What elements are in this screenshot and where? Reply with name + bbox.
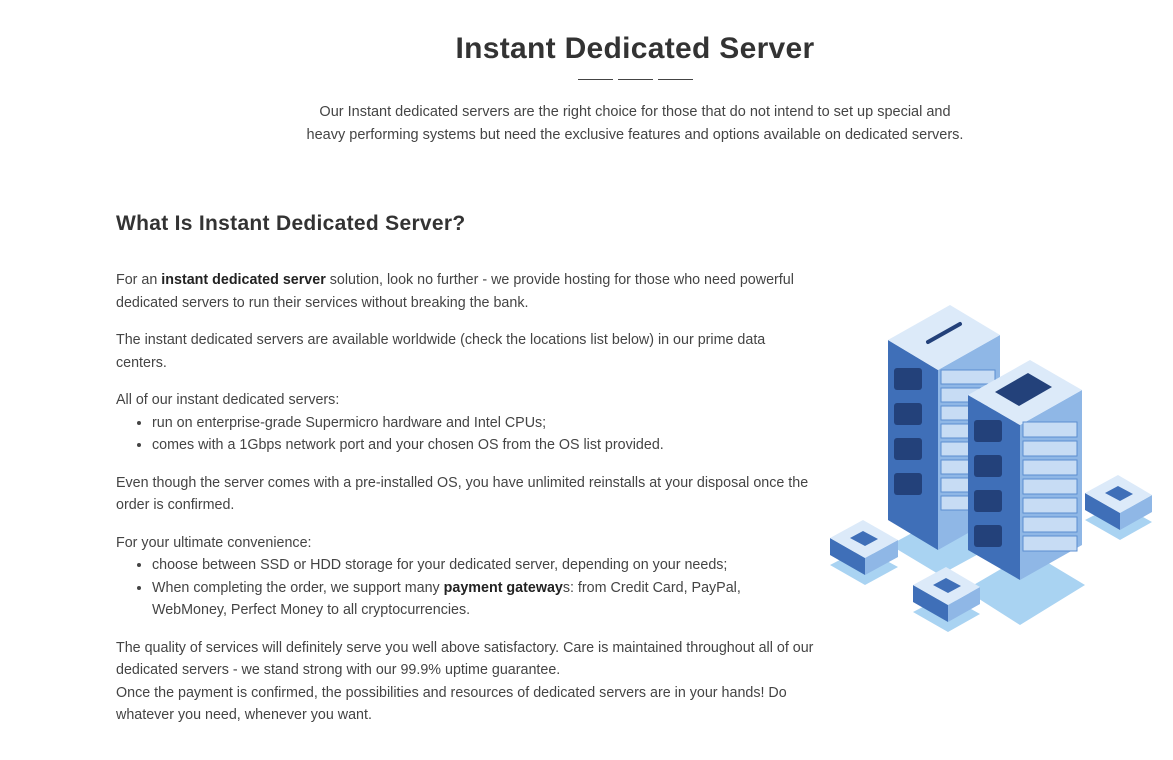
bold-text: payment gateway	[443, 579, 563, 596]
section-body: For an instant dedicated server solution…	[116, 269, 816, 727]
paragraph: Once the payment is confirmed, the possi…	[116, 684, 787, 724]
title-divider	[618, 79, 653, 80]
server-tower-right	[965, 360, 1085, 625]
server-illustration	[830, 305, 1152, 632]
section-heading: What Is Instant Dedicated Server?	[116, 212, 466, 235]
title-divider	[658, 79, 693, 80]
list-item: choose between SSD or HDD storage for yo…	[152, 554, 816, 577]
features-list: run on enterprise-grade Supermicro hardw…	[116, 412, 816, 457]
list-item: comes with a 1Gbps network port and your…	[152, 434, 816, 457]
convenience-list: choose between SSD or HDD storage for yo…	[116, 554, 816, 622]
intro-text: Our Instant dedicated servers are the ri…	[306, 104, 964, 143]
text: For an	[116, 272, 162, 288]
text: solution, look no further - we provide h…	[116, 272, 794, 311]
list-intro: For your ultimate convenience:	[116, 534, 312, 551]
paragraph: For an instant dedicated server solution…	[116, 269, 816, 314]
list-item: run on enterprise-grade Supermicro hardw…	[152, 412, 816, 435]
bold-text: instant dedicated server	[161, 272, 326, 288]
list-item: When completing the order, we support ma…	[152, 577, 816, 622]
paragraph: Even though the server comes with a pre-…	[116, 474, 809, 514]
paragraph: The instant dedicated servers are availa…	[116, 332, 766, 371]
text: When completing the order, we support ma…	[152, 579, 444, 596]
node-box	[830, 520, 898, 585]
list-intro: All of our instant dedicated servers:	[116, 392, 340, 408]
text: s: from Credit Card, PayPal, WebMoney, P…	[152, 579, 741, 619]
node-box	[913, 567, 980, 632]
paragraph: The quality of services will definitely …	[116, 639, 814, 679]
title-divider	[578, 79, 613, 80]
node-box	[1085, 475, 1152, 540]
page-title: Instant Dedicated Server	[455, 32, 815, 65]
